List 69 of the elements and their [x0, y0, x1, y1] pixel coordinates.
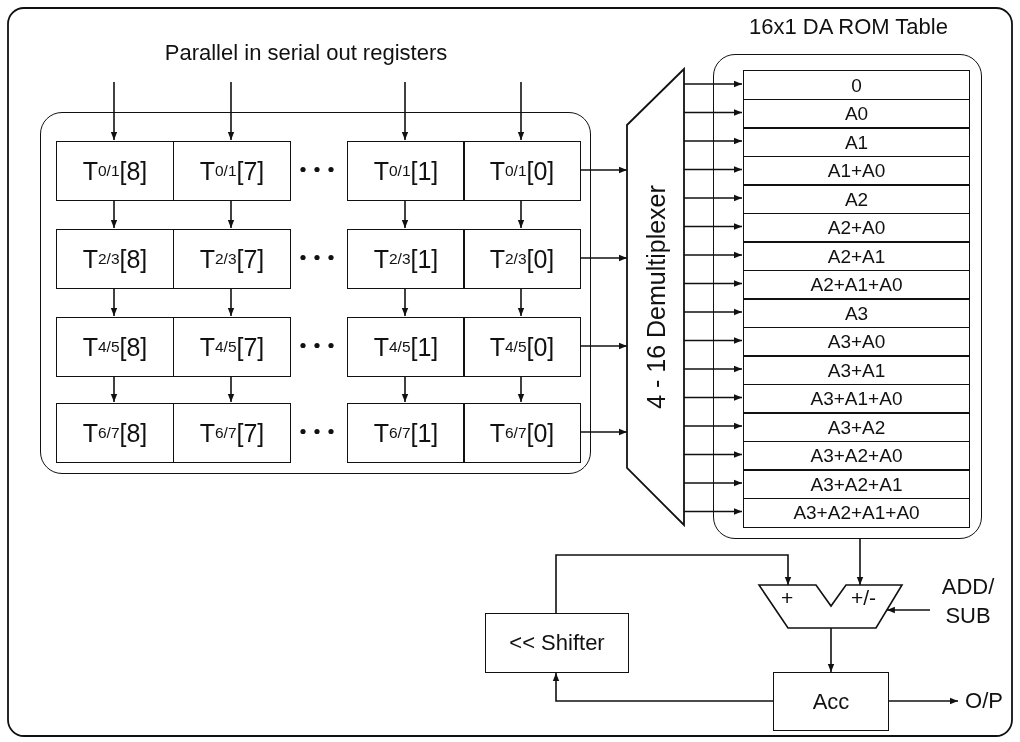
- arrow: [683, 223, 743, 230]
- heading: Parallel in serial out registers: [163, 40, 449, 66]
- arrow: [683, 109, 743, 116]
- arrow: [401, 287, 409, 317]
- arrow: [683, 479, 743, 487]
- signal-label: O/P: [958, 688, 1010, 714]
- accumulator-box: Acc: [773, 672, 889, 731]
- arrow: [683, 80, 743, 88]
- arrow: [683, 251, 743, 259]
- operator-sign: +: [781, 587, 794, 608]
- table-row: A2+A1+A0: [743, 269, 970, 300]
- arrow: [579, 254, 628, 262]
- arrow: [517, 199, 525, 229]
- arrow: [110, 287, 118, 317]
- table-row: A3+A2: [743, 412, 970, 442]
- signal-label: ADD/ SUB: [930, 570, 1006, 634]
- arrow: [683, 394, 743, 401]
- arrow: [683, 508, 743, 515]
- table-row: A0: [743, 98, 970, 129]
- arrow: [110, 199, 118, 229]
- arrow: [683, 422, 743, 430]
- block-label: 4 - 16 Demultiplexer: [641, 185, 670, 409]
- arrow: [517, 81, 525, 141]
- operator-sign: +/-: [851, 587, 877, 608]
- table-row: A3+A2+A1+A0: [743, 497, 970, 528]
- arrow: [401, 375, 409, 403]
- arrow: [401, 81, 409, 141]
- heading: 16x1 DA ROM Table: [748, 14, 949, 40]
- arrow: [856, 538, 864, 586]
- adder-subtractor-block: [759, 585, 902, 628]
- table-row: A1: [743, 127, 970, 157]
- table-row: A3: [743, 298, 970, 328]
- arrow: [110, 81, 118, 141]
- arrow: [227, 81, 235, 141]
- arrow: [683, 194, 743, 202]
- arrow: [517, 375, 525, 403]
- arrow: [683, 451, 743, 458]
- table-row: A2+A0: [743, 212, 970, 243]
- shifter-box: << Shifter: [485, 613, 629, 673]
- table-row: 0: [743, 70, 970, 100]
- arrow: [227, 375, 235, 403]
- arrow: [579, 342, 628, 350]
- arrow: [110, 375, 118, 403]
- arrow: [227, 199, 235, 229]
- table-row: A3+A2+A1: [743, 469, 970, 499]
- table-row: A3+A1: [743, 355, 970, 385]
- demultiplexer-block: [627, 69, 684, 525]
- table-row: A3+A1+A0: [743, 383, 970, 414]
- table-row: A2+A1: [743, 241, 970, 271]
- arrow: [552, 672, 774, 702]
- arrow: [683, 337, 743, 344]
- arrow: [579, 428, 628, 436]
- arrow: [579, 166, 628, 174]
- arrow: [827, 627, 835, 673]
- arrow: [683, 308, 743, 316]
- table-row: A2: [743, 184, 970, 214]
- arrow: [683, 365, 743, 373]
- arrow: [555, 554, 792, 614]
- table-row: A3+A2+A0: [743, 440, 970, 471]
- arrow: [683, 280, 743, 287]
- arrow: [401, 199, 409, 229]
- arrow: [227, 287, 235, 317]
- arrow: [888, 697, 959, 705]
- table-row: A1+A0: [743, 155, 970, 186]
- arrow: [886, 606, 931, 614]
- arrow: [517, 287, 525, 317]
- arrow: [683, 166, 743, 173]
- table-row: A3+A0: [743, 326, 970, 357]
- arrow: [683, 137, 743, 145]
